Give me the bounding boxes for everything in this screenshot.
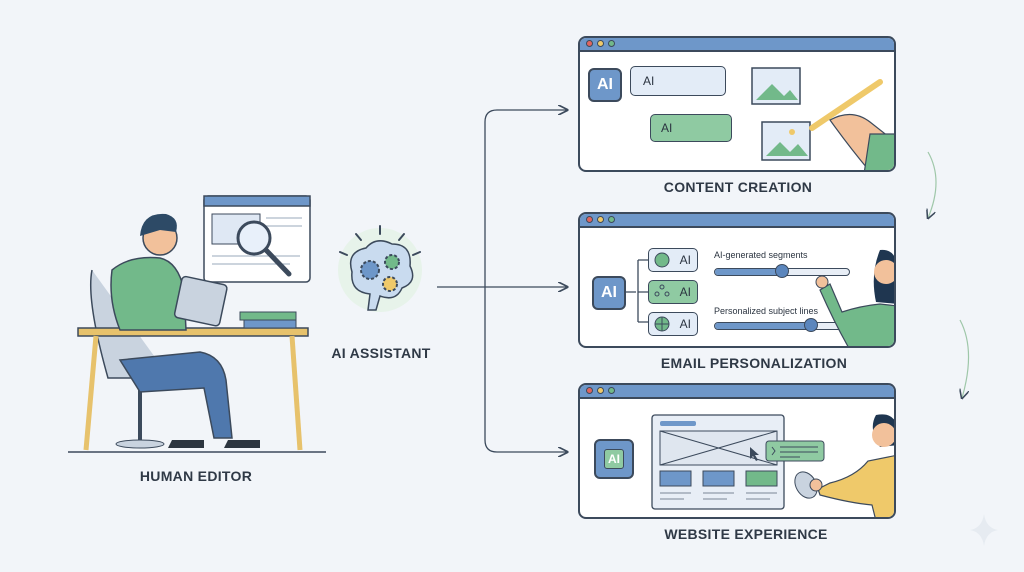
ai-badge: AI	[592, 276, 626, 310]
tooltip-card	[765, 440, 825, 462]
website-wireframe-and-user	[651, 414, 894, 517]
human-editor-label: HUMAN EDITOR	[139, 468, 253, 484]
close-dot	[586, 387, 593, 394]
title-bar	[580, 385, 894, 399]
search-screen-icon	[203, 195, 311, 283]
image-icons-and-hand	[751, 67, 894, 170]
maximize-dot	[608, 216, 615, 223]
minimize-dot	[597, 40, 604, 47]
cursor-icon	[750, 447, 759, 461]
maximize-dot	[608, 387, 615, 394]
bubble-text: AI	[661, 121, 673, 135]
minimize-dot	[597, 216, 604, 223]
content-creation-label: CONTENT CREATION	[663, 179, 813, 195]
chip-icons	[654, 252, 670, 332]
tree-connectors	[624, 259, 648, 323]
slider-segments[interactable]	[714, 264, 850, 278]
minimize-dot	[597, 387, 604, 394]
slider-label-segments: AI-generated segments	[714, 250, 808, 260]
arrow-to-content	[484, 110, 567, 287]
ai-chat-bubble: AI	[650, 114, 732, 142]
sparkle-icon	[970, 514, 998, 546]
bubble-text: AI	[643, 74, 655, 88]
website-experience-label: WEBSITE EXPERIENCE	[664, 526, 828, 542]
ai-badge: AI	[588, 68, 622, 102]
title-bar	[580, 214, 894, 228]
arrow-to-website	[484, 287, 567, 452]
slider-handle[interactable]	[804, 318, 819, 332]
ai-chip-badge: AI	[594, 439, 634, 479]
people-icon	[654, 284, 670, 297]
close-dot	[586, 40, 593, 47]
pie-chart-icon	[654, 252, 670, 268]
close-dot	[586, 216, 593, 223]
website-experience-panel: AI	[578, 383, 896, 519]
ai-assistant-label: AI ASSISTANT	[331, 345, 431, 361]
woman-pointing-illustration	[815, 249, 894, 346]
ai-chat-bubble: AI	[630, 66, 726, 96]
ai-brain-icon	[338, 225, 422, 312]
slider-subject-lines[interactable]	[714, 318, 850, 332]
title-bar	[580, 38, 894, 52]
slider-label-subject-lines: Personalized subject lines	[714, 306, 819, 316]
maximize-dot	[608, 40, 615, 47]
slider-handle[interactable]	[775, 264, 789, 278]
ai-chip-text: AI	[604, 449, 624, 469]
content-creation-panel: AI AI AI	[578, 36, 896, 172]
email-personalization-panel: AI AI AI AI AI-generated segments Person…	[578, 212, 896, 348]
globe-icon	[654, 316, 670, 332]
email-personalization-label: EMAIL PERSONALIZATION	[660, 355, 848, 371]
curve-arrow-1	[928, 151, 937, 218]
curve-arrow-2	[960, 319, 970, 398]
